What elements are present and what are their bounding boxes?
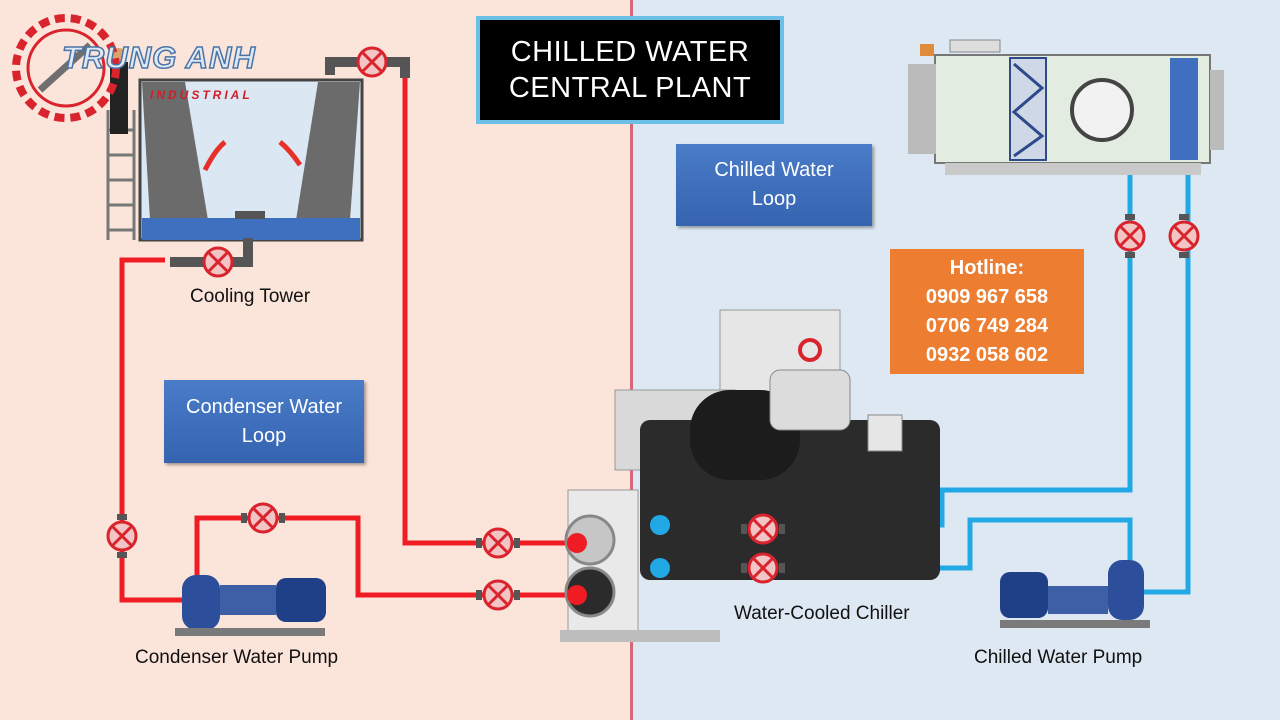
cooling-tower-graphic (106, 48, 410, 267)
chilled-water-loop-box: Chilled Water Loop (676, 144, 872, 226)
condenser-pump-label: Condenser Water Pump (135, 647, 339, 668)
chiller-label: Water-Cooled Chiller (734, 603, 910, 624)
hotline-number-1[interactable]: 0909 967 658 (925, 285, 1049, 308)
title-line-1: CHILLED WATER (510, 36, 750, 68)
hotline-number-3[interactable]: 0932 058 602 (925, 343, 1049, 366)
company-logo-name: TRUNG ANH (61, 39, 256, 76)
chilled-loop-line-2: Loop (751, 188, 797, 210)
hotline-box: Hotline: 0909 967 658 0706 749 284 0932 … (890, 249, 1084, 374)
title-line-2: CENTRAL PLANT (508, 72, 752, 104)
cooling-tower-label: Cooling Tower (190, 286, 311, 307)
chilled-pump-label: Chilled Water Pump (974, 647, 1143, 668)
condenser-loop-line-2: Loop (241, 424, 287, 447)
condenser-loop-line-1: Condenser Water (186, 395, 342, 418)
company-logo-tagline: INDUSTRIAL (150, 88, 253, 102)
hotline-number-2[interactable]: 0706 749 284 (925, 314, 1049, 337)
air-handling-unit-graphic (908, 39, 1224, 175)
chilled-pump-graphic (1000, 560, 1150, 628)
panel-divider (630, 0, 633, 720)
water-cooled-chiller-graphic (560, 309, 940, 642)
logo-gear (12, 14, 120, 122)
diagram-title: CHILLED WATER CENTRAL PLANT (476, 16, 784, 124)
condenser-water-loop-box: Condenser Water Loop (164, 380, 364, 463)
chilled-loop-line-1: Chilled Water (714, 159, 834, 181)
condenser-pump-graphic (175, 575, 326, 636)
hotline-label: Hotline: (949, 256, 1025, 279)
